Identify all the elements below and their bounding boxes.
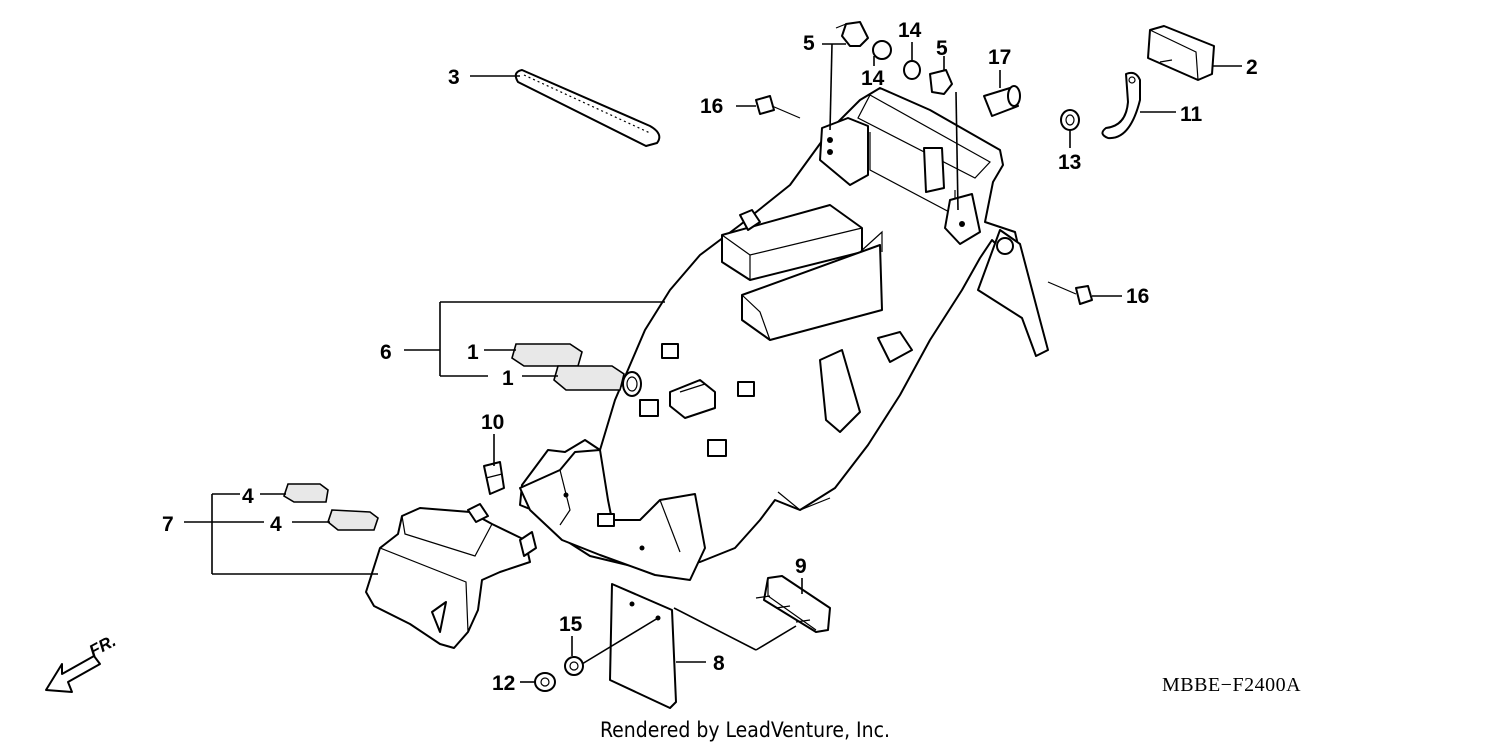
callout-15: 15 — [559, 613, 583, 636]
part-11-hook — [1101, 71, 1141, 140]
callout-16: 16 — [1126, 285, 1150, 308]
part-1-pads — [511, 343, 625, 391]
callout-13: 13 — [1058, 151, 1082, 174]
callout-7: 7 — [162, 513, 174, 536]
callout-11: 11 — [1180, 103, 1203, 126]
part-5-grommets — [835, 21, 953, 95]
callout-12: 12 — [492, 672, 516, 695]
part-16-bolts — [755, 95, 1093, 305]
part-7-case — [365, 503, 537, 649]
rear-fender-body — [519, 87, 1049, 581]
diagram-code: MBBE−F2400A — [1162, 674, 1302, 696]
callout-2: 2 — [1246, 56, 1258, 79]
callout-17: 17 — [988, 46, 1012, 69]
part-17-collar — [983, 85, 1021, 117]
callout-14: 14 — [898, 19, 922, 42]
part-15-washer — [564, 656, 584, 676]
front-direction-arrow-icon — [45, 655, 101, 693]
callout-1: 1 — [502, 367, 514, 390]
callout-6: 6 — [380, 341, 392, 364]
callout-14: 14 — [861, 67, 885, 90]
part-8-mud-flap — [609, 583, 677, 709]
callout-5: 5 — [936, 37, 948, 60]
callout-3: 3 — [448, 66, 460, 89]
part-13-nut — [1060, 109, 1080, 131]
part-14-nuts — [872, 40, 921, 80]
callout-5: 5 — [803, 32, 815, 55]
callout-1: 1 — [467, 341, 479, 364]
render-credit: Rendered by LeadVenture, Inc. — [600, 718, 890, 742]
part-4-pads — [283, 483, 379, 531]
part-12-nut — [534, 672, 556, 692]
callout-16: 16 — [700, 95, 724, 118]
callout-10: 10 — [481, 411, 505, 434]
part-3-seal-strip — [514, 69, 661, 147]
part-2-reflector — [1147, 25, 1215, 81]
part-10-clip — [483, 461, 505, 495]
part-9-plate — [755, 575, 831, 633]
callout-9: 9 — [795, 555, 807, 578]
callout-4: 4 — [242, 485, 254, 508]
callout-4: 4 — [270, 513, 282, 536]
callout-8: 8 — [713, 652, 725, 675]
leader-lines — [184, 42, 1242, 683]
